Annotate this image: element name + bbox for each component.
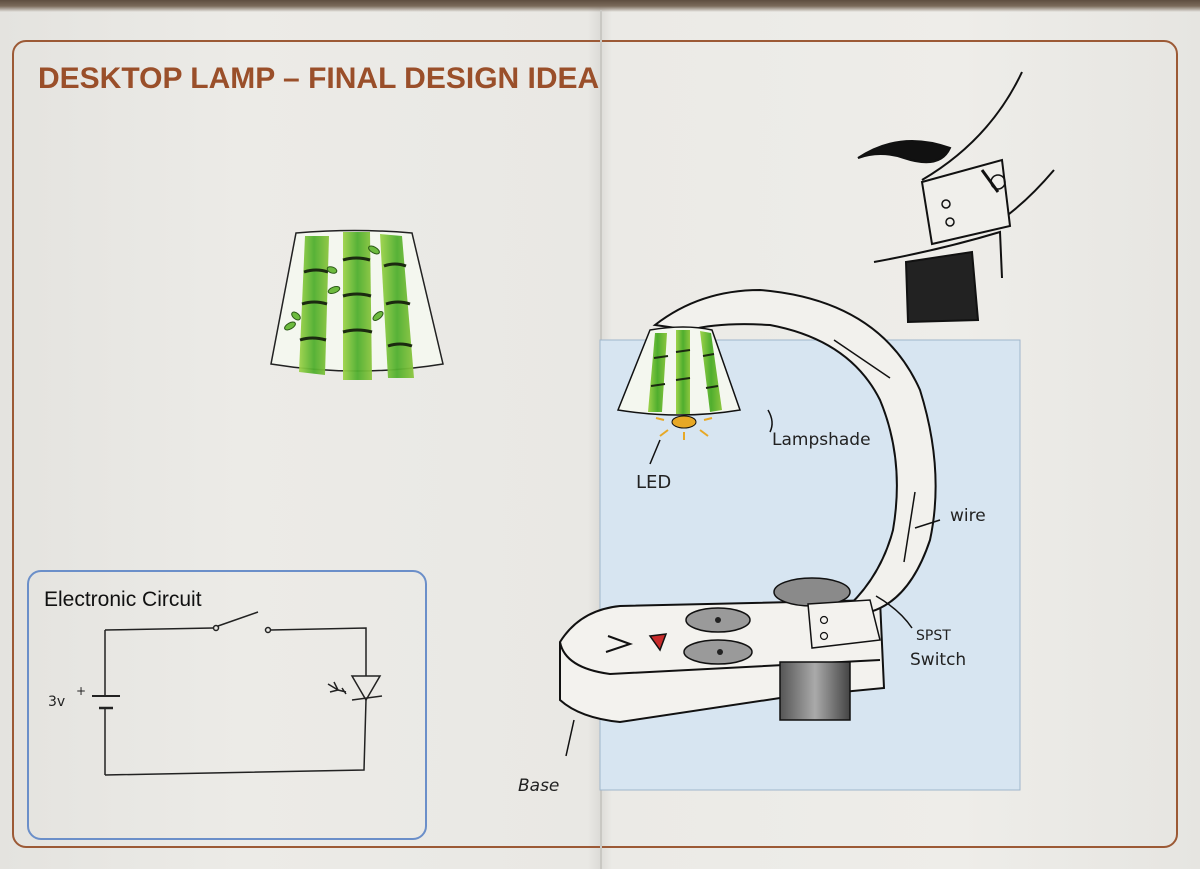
label-lampshade: Lampshade [772,430,871,450]
lampshade-sketch [270,229,444,380]
table-edge [0,0,1200,12]
label-base: Base [518,776,560,796]
circuit-panel [27,570,427,840]
switch-detail-sketch [857,71,1055,324]
label-wire: wire [950,506,986,526]
label-switch-type: SPST [916,628,951,644]
label-led: LED [636,472,672,493]
battery-plus-sign: + [76,684,87,698]
page-border [12,40,1178,848]
lamp-drawing [559,288,941,757]
circuit-title: Electronic Circuit [44,588,202,611]
circuit-diagram [92,611,383,776]
label-switch: Switch [910,650,967,670]
page-title: DESKTOP LAMP – FINAL DESIGN IDEA [38,62,600,95]
battery-label: 3v [48,694,66,710]
